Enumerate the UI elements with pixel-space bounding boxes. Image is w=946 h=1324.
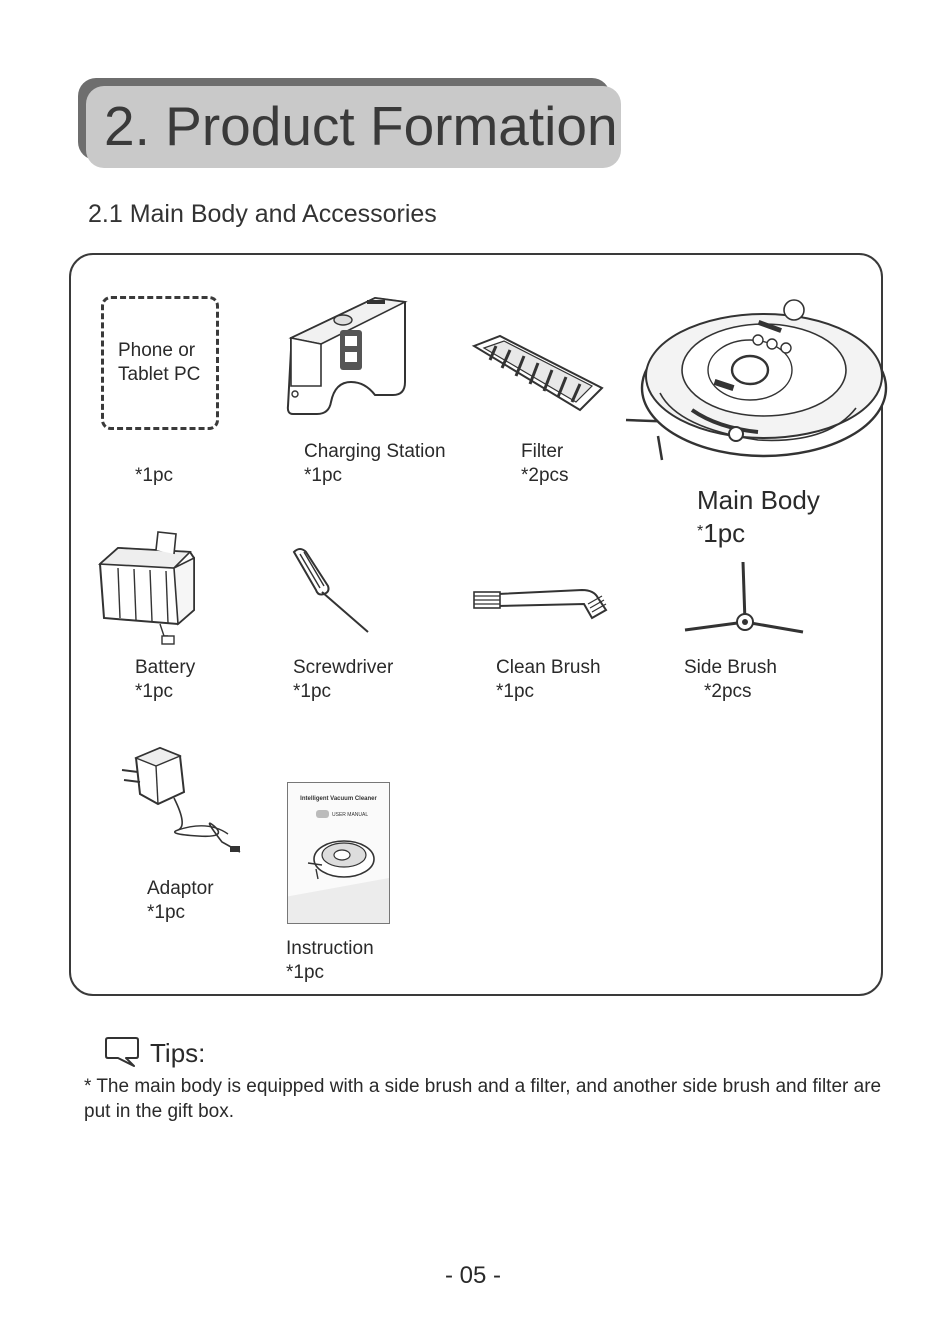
main-body-label: Main Body [697,485,820,515]
battery-icon [98,531,195,645]
filter-qty: *2pcs [521,465,569,486]
main-body-qty-star: * [697,523,704,540]
phone-label-line2: Tablet PC [118,364,201,385]
manual-icon: Intelligent Vacuum Cleaner USER MANUAL [287,782,390,924]
screwdriver-qty: *1pc [293,681,332,702]
manual-cover-subtitle: USER MANUAL [332,812,369,818]
adaptor-label: Adaptor [147,878,214,899]
adaptor-qty: *1pc [147,902,186,923]
side-brush-qty: *2pcs [704,681,752,702]
clean-brush-label: Clean Brush [496,657,601,678]
speech-bubble-icon [105,1037,139,1067]
phone-label-line1: Phone or [118,340,196,361]
phone-qty: *1pc [135,465,174,486]
adaptor-icon [121,746,241,853]
manual-cover-vacuum-icon [307,840,375,880]
charging-station-icon [286,296,408,415]
screwdriver-label: Screwdriver [293,657,394,678]
filter-label: Filter [521,441,564,462]
phone-placeholder [101,296,219,430]
accessories-panel [69,253,883,996]
manual-cover-title: Intelligent Vacuum Cleaner [300,796,377,802]
clean-brush-icon [473,588,608,620]
robot-vacuum-icon [625,299,888,461]
screwdriver-icon [292,548,369,633]
filter-icon [471,334,604,412]
page-number: - 05 - [444,1262,501,1289]
main-body-qty-value: 1pc [703,518,746,548]
section-title: 2.1 Main Body and Accessories [88,200,437,228]
tips-text: * The main body is equipped with a side … [84,1076,882,1122]
charging-station-qty: *1pc [304,465,343,486]
clean-brush-qty: *1pc [496,681,535,702]
side-brush-label: Side Brush [684,657,777,678]
instruction-label: Instruction [286,938,374,959]
tips-title: Tips: [150,1038,206,1068]
battery-qty: *1pc [135,681,174,702]
charging-station-label: Charging Station [304,441,446,462]
title-banner [86,86,621,168]
page-title: 2. Product Formation [104,95,618,157]
instruction-qty: *1pc [286,962,325,983]
manual-cover-badge [316,810,329,818]
main-body-qty: *1pc [697,516,745,549]
side-brush-icon [684,561,804,634]
battery-label: Battery [135,657,196,678]
